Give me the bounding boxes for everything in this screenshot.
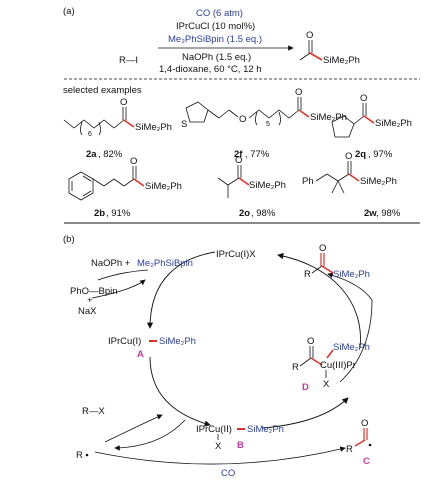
- product-oxygen: O: [306, 30, 313, 41]
- condition-catalyst: IPrCuCl (10 mol%): [176, 21, 255, 32]
- acyl-radical-o: O: [361, 418, 368, 429]
- compound-2f-structure: [185, 97, 310, 126]
- species-b-silyl: SiMe₂Ph: [247, 424, 284, 435]
- compound-2o-oxygen: O: [235, 155, 242, 166]
- compound-2a-structure: [63, 107, 135, 136]
- species-d-x: X: [323, 379, 330, 390]
- condition-base: NaOPh (1.5 eq.): [182, 52, 251, 63]
- reactant-ri: R—I: [119, 55, 138, 66]
- acyl-radical-structure: [354, 428, 368, 447]
- carbon-monoxide: CO: [221, 468, 235, 479]
- species-d-cu: Cu(III)Pr: [320, 360, 356, 371]
- compound-2a-oxygen: O: [120, 97, 127, 108]
- compound-2b-yield: , 91%: [106, 208, 131, 219]
- species-b-cu: IPrCu(II): [196, 424, 232, 435]
- side-arrows: [91, 269, 373, 465]
- compound-2w-silyl: SiMe₂Ph: [360, 176, 397, 187]
- product-silyl: SiMe₂Ph: [323, 55, 360, 66]
- compound-2a-yield: , 82%: [98, 149, 123, 160]
- reagent-silylboronate: Me₂PhSiBpin: [137, 258, 193, 269]
- compound-2o-structure: [217, 165, 250, 198]
- species-d-structure: [299, 346, 334, 378]
- acyl-radical-r: R: [346, 444, 353, 455]
- cycle-product-r: R: [304, 269, 311, 280]
- compound-2q-structure: [331, 103, 375, 138]
- compound-2q-yield: , 97%: [368, 149, 393, 160]
- compound-2b-silyl: SiMe₂Ph: [145, 181, 182, 192]
- species-d-r: R: [292, 362, 299, 373]
- compound-2a-id: 2a: [86, 149, 97, 160]
- part-b-label: (b): [63, 234, 75, 245]
- condition-solvent: 1,4-dioxane, 60 °C, 12 h: [159, 64, 262, 75]
- condition-silylboronate: Me₂PhSiBpin (1.5 eq.): [168, 34, 262, 45]
- cycle-product-structure: [311, 253, 334, 274]
- cycle-product-o: O: [319, 243, 326, 254]
- compound-2f-silyl: SiMe₂Ph: [310, 112, 347, 123]
- acyl-radical-dot: [368, 443, 372, 447]
- compound-2o-id: 2o: [239, 208, 250, 219]
- compound-2f-oxygen-ether: O: [239, 114, 246, 125]
- compound-2w-structure: [315, 161, 360, 194]
- species-d-o: O: [307, 336, 314, 347]
- compound-2f-yield: , 77%: [245, 149, 270, 160]
- compound-2a-silyl: SiMe₂Ph: [135, 122, 172, 133]
- compound-2q-id: 2q: [355, 149, 366, 160]
- radical-r: R: [76, 450, 83, 461]
- species-c-label: C: [363, 456, 370, 467]
- condition-co: CO (6 atm): [196, 8, 243, 19]
- compound-2w-yield: , 98%: [376, 208, 401, 219]
- compound-2a-repeat: 6: [88, 131, 92, 138]
- part-a-label: (a): [63, 6, 75, 17]
- compound-2b-structure: [68, 166, 145, 201]
- cycle-product-silyl: SiMe₂Ph: [333, 269, 370, 280]
- compound-2o-silyl: SiMe₂Ph: [249, 180, 286, 191]
- species-b-label: B: [237, 440, 244, 451]
- catalytic-cycle: [146, 251, 361, 429]
- species-a-silyl: SiMe₂Ph: [159, 336, 196, 347]
- species-b-x: X: [215, 441, 222, 452]
- compound-2b-id: 2b: [94, 208, 105, 219]
- species-d-silyl: SiMe₂Ph: [333, 342, 370, 353]
- compound-2w-id: 2w: [364, 208, 377, 219]
- compound-2f-repeat: 5: [266, 121, 270, 128]
- compound-2b-oxygen: O: [130, 156, 137, 167]
- byproduct-plus: +: [87, 295, 93, 306]
- compound-2f-id: 2f: [234, 149, 243, 160]
- species-d-label: D: [302, 382, 309, 393]
- compound-2q-oxygen: O: [360, 93, 367, 104]
- species-a-label: A: [137, 349, 144, 360]
- compound-2w-oxygen: O: [345, 151, 352, 162]
- compound-2q-silyl: SiMe₂Ph: [375, 118, 412, 129]
- species-a-cu: IPrCu(I): [108, 336, 141, 347]
- radical-r-dot: [85, 453, 89, 457]
- species-iprcux: IPrCu(I)X: [216, 249, 256, 260]
- compound-2w-phenyl: Ph: [302, 176, 314, 187]
- compound-2f-sulfur: S: [181, 119, 187, 130]
- byproduct-pho-bpin: PhO—Bpin: [70, 286, 118, 297]
- reagent-naoph: NaOPh +: [91, 258, 131, 269]
- reagent-rx: R—X: [82, 406, 105, 417]
- selected-examples-label: selected examples: [63, 85, 142, 96]
- product-acylsilane: [299, 40, 323, 61]
- compound-2f-oxygen: O: [295, 87, 302, 98]
- compound-2o-yield: , 98%: [251, 208, 276, 219]
- byproduct-nax: NaX: [78, 306, 97, 317]
